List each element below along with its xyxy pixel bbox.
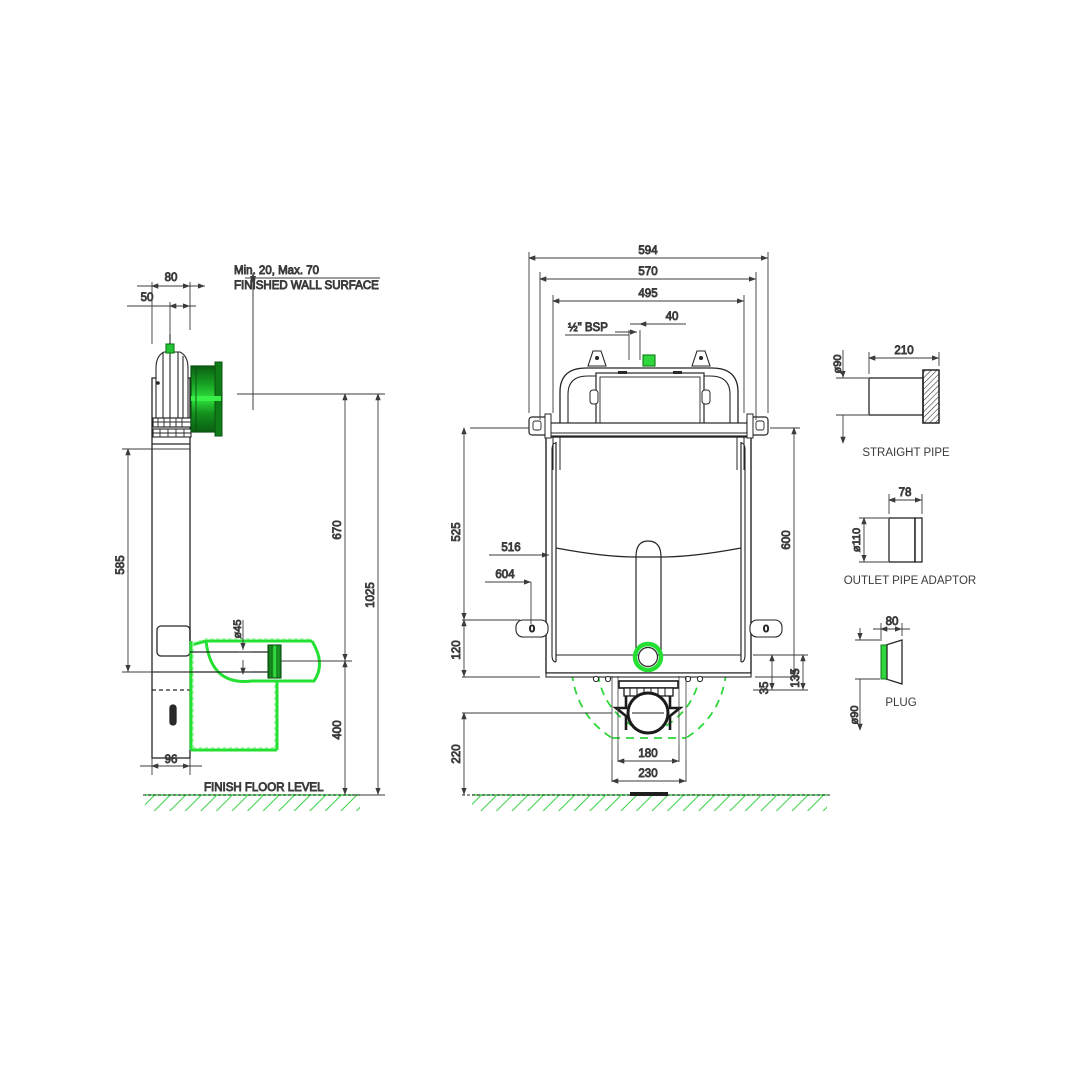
dim-230: 230 — [638, 768, 657, 780]
dim-604: 604 — [495, 569, 515, 581]
front-top-cover — [545, 350, 752, 437]
dim-35: 35 — [759, 682, 771, 695]
part-plug: 80 ø90 PLUG — [849, 616, 917, 731]
dim-adaptor-dia: ø110 — [851, 528, 863, 552]
front-outlet-trap — [611, 676, 687, 760]
dim-plug-dia: ø90 — [849, 706, 861, 725]
side-wc-pan-dash-overlay — [192, 638, 312, 749]
dim-40: 40 — [666, 311, 679, 323]
label-straight-pipe: STRAIGHT PIPE — [862, 447, 950, 459]
front-floor-hatch — [462, 792, 830, 811]
label-bsp: ½" BSP — [568, 322, 608, 334]
side-elevation-group: 80 50 Min. 20, Max. 70 FINISHED WALL SUR… — [115, 265, 385, 811]
label-outlet-pipe-adaptor: OUTLET PIPE ADAPTOR — [844, 575, 977, 587]
front-outlet-ring — [632, 641, 664, 673]
note-wall-min-max: Min. 20, Max. 70 — [234, 265, 319, 277]
label-plug: PLUG — [885, 697, 916, 709]
side-flush-valve-detail — [152, 334, 192, 438]
dim-670: 670 — [332, 520, 344, 539]
side-floor-hatch — [143, 794, 375, 811]
dim-594: 594 — [638, 245, 658, 257]
dim-50: 50 — [141, 292, 154, 304]
part-outlet-pipe-adaptor: 78 ø110 OUTLET PIPE ADAPTOR — [844, 487, 977, 587]
dim-80: 80 — [165, 272, 178, 284]
dim-1025: 1025 — [365, 582, 377, 608]
dim-straight-pipe-dia: ø90 — [832, 355, 844, 374]
side-flush-pipe-green — [190, 361, 223, 437]
dim-straight-pipe-length: 210 — [894, 345, 913, 357]
dim-135: 135 — [790, 668, 802, 687]
port-right-label: 0 — [763, 623, 769, 635]
front-elevation-group: 0 0 — [451, 245, 830, 811]
dim-495: 495 — [638, 288, 657, 300]
port-left-label: 0 — [529, 623, 535, 635]
dim-525: 525 — [451, 522, 463, 541]
dim-400: 400 — [332, 720, 344, 739]
dim-570: 570 — [638, 266, 657, 278]
front-cistern-tank — [545, 436, 752, 678]
part-straight-pipe: 210 ø90 STRAIGHT PIPE — [832, 345, 950, 459]
dim-516: 516 — [501, 542, 520, 554]
dim-dia45: ø45 — [232, 620, 244, 639]
side-dimensions: 80 50 Min. 20, Max. 70 FINISHED WALL SUR… — [115, 265, 385, 796]
front-fixing-holes — [592, 675, 704, 683]
front-wall-brackets — [528, 413, 769, 470]
dim-180: 180 — [638, 748, 657, 760]
dim-adaptor-length: 78 — [899, 487, 912, 499]
dim-120: 120 — [451, 640, 463, 659]
dim-96: 96 — [165, 754, 178, 766]
note-finished-wall-surface: FINISHED WALL SURFACE — [234, 280, 379, 292]
dim-220: 220 — [451, 744, 463, 763]
dim-585: 585 — [115, 555, 127, 574]
side-wc-pan-outline — [189, 639, 321, 752]
side-pan-connector — [190, 644, 282, 679]
dim-600: 600 — [781, 530, 793, 549]
label-finish-floor-level: FINISH FLOOR LEVEL — [204, 782, 324, 794]
dim-plug-length: 80 — [886, 616, 899, 628]
front-inspection-ports: 0 0 — [515, 619, 783, 638]
front-dimensions: 594 570 495 ½" BSP 40 525 — [451, 245, 808, 795]
